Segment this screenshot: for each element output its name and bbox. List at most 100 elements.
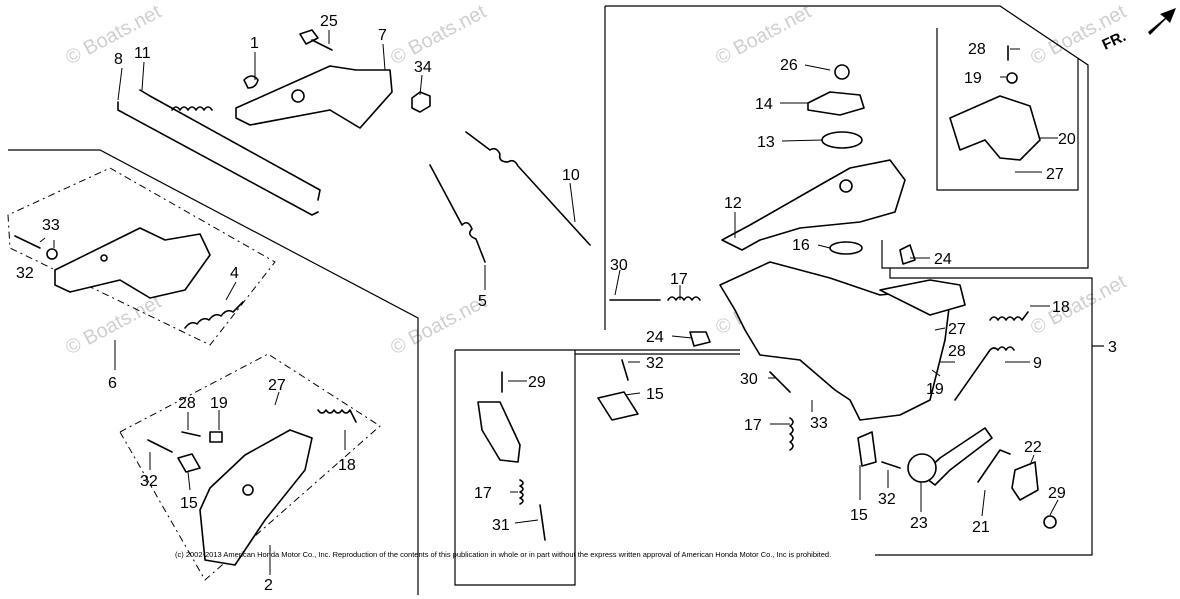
lock-plate bbox=[807, 91, 865, 116]
bolt-hole bbox=[839, 179, 853, 193]
bolt-hole bbox=[100, 254, 108, 262]
callout-15: 15 bbox=[180, 495, 198, 512]
callout-27: 27 bbox=[268, 377, 286, 394]
callout-30: 30 bbox=[610, 257, 628, 274]
control-lever bbox=[721, 159, 906, 251]
callout-17: 17 bbox=[670, 271, 688, 288]
callout-24: 24 bbox=[934, 251, 952, 268]
control-base-assembly bbox=[719, 261, 951, 421]
callout-28: 28 bbox=[178, 395, 196, 412]
callout-16: 16 bbox=[792, 237, 810, 254]
bolt-hole bbox=[291, 89, 305, 103]
nut bbox=[411, 91, 431, 113]
callout-1: 1 bbox=[250, 35, 259, 52]
callout-5: 5 bbox=[478, 293, 487, 310]
bolt bbox=[899, 244, 916, 265]
bolt bbox=[881, 461, 901, 469]
callout-32: 32 bbox=[16, 265, 34, 282]
callout-20: 20 bbox=[1058, 131, 1076, 148]
callout-9: 9 bbox=[1033, 355, 1042, 372]
arrow-icon bbox=[1148, 8, 1176, 35]
callout-15: 15 bbox=[646, 386, 664, 403]
throttle-plate bbox=[949, 95, 1041, 161]
bracket bbox=[879, 279, 966, 316]
group-frames bbox=[7, 5, 1104, 595]
governor-rod bbox=[139, 89, 321, 201]
callout-27: 27 bbox=[948, 321, 966, 338]
callout-29: 29 bbox=[1048, 485, 1066, 502]
spring bbox=[954, 346, 1015, 401]
callout-19: 19 bbox=[926, 381, 944, 398]
callout-28: 28 bbox=[968, 41, 986, 58]
callout-17: 17 bbox=[474, 485, 492, 502]
callout-14: 14 bbox=[755, 96, 773, 113]
callout-6: 6 bbox=[108, 375, 117, 392]
callout-4: 4 bbox=[230, 265, 239, 282]
clip bbox=[243, 75, 259, 89]
callout-18: 18 bbox=[1052, 299, 1070, 316]
callout-33: 33 bbox=[810, 415, 828, 432]
callout-23: 23 bbox=[910, 515, 928, 532]
bolt bbox=[14, 235, 41, 249]
callout-labels: 1 25 7 34 8 11 33 32 4 6 10 5 27 28 19 1… bbox=[16, 13, 1117, 594]
callout-19: 19 bbox=[964, 70, 982, 87]
copyright-notice: (c) 2002-2013 American Honda Motor Co., … bbox=[175, 550, 831, 559]
collar bbox=[689, 331, 711, 347]
parts-artwork bbox=[14, 29, 1057, 566]
callout-19: 19 bbox=[210, 395, 228, 412]
nut bbox=[834, 64, 850, 80]
bolt bbox=[299, 29, 319, 45]
spring bbox=[184, 301, 244, 329]
clip bbox=[597, 391, 639, 421]
spring bbox=[317, 409, 357, 423]
clip bbox=[177, 453, 201, 473]
callout-33: 33 bbox=[42, 217, 60, 234]
screw-head bbox=[1043, 515, 1057, 529]
bolt bbox=[147, 439, 173, 453]
governor-arm bbox=[235, 65, 393, 129]
callout-21: 21 bbox=[972, 519, 990, 536]
callout-22: 22 bbox=[1024, 439, 1042, 456]
watermark: © Boats.net bbox=[1027, 271, 1130, 340]
callout-26: 26 bbox=[780, 57, 798, 74]
friction-lever bbox=[921, 427, 993, 486]
screw bbox=[539, 504, 546, 541]
screw bbox=[769, 371, 791, 393]
bolt-hole bbox=[242, 484, 254, 496]
callout-11: 11 bbox=[134, 45, 151, 62]
clip bbox=[857, 431, 877, 467]
bolt bbox=[621, 359, 629, 381]
callout-7: 7 bbox=[378, 27, 387, 44]
callout-13: 13 bbox=[757, 134, 775, 151]
watermark: © Boats.net bbox=[62, 291, 165, 360]
callout-32: 32 bbox=[140, 473, 158, 490]
callout-32: 32 bbox=[878, 491, 896, 508]
callout-15: 15 bbox=[850, 507, 868, 524]
nut bbox=[46, 248, 58, 260]
callout-28: 28 bbox=[948, 343, 966, 360]
watermark: © Boats.net bbox=[387, 291, 490, 360]
callout-17: 17 bbox=[744, 417, 762, 434]
collar bbox=[209, 431, 223, 443]
callout-25: 25 bbox=[320, 13, 338, 30]
callout-24: 24 bbox=[646, 329, 664, 346]
watermark: © Boats.net bbox=[712, 1, 815, 70]
screw-head bbox=[1006, 72, 1018, 84]
callout-2: 2 bbox=[264, 577, 273, 594]
callout-10: 10 bbox=[562, 167, 580, 184]
governor-spring bbox=[171, 106, 213, 111]
callout-8: 8 bbox=[114, 51, 123, 68]
return-spring bbox=[429, 164, 486, 263]
spring bbox=[519, 479, 524, 505]
spring bbox=[667, 296, 701, 301]
spring bbox=[789, 417, 794, 451]
bolt-shank bbox=[311, 39, 333, 51]
callout-32: 32 bbox=[646, 355, 664, 372]
holder-bracket bbox=[477, 401, 521, 463]
spring bbox=[989, 311, 1029, 321]
leader-lines bbox=[39, 30, 1095, 575]
callout-18: 18 bbox=[338, 457, 356, 474]
callout-12: 12 bbox=[724, 195, 742, 212]
callout-27: 27 bbox=[1046, 166, 1064, 183]
